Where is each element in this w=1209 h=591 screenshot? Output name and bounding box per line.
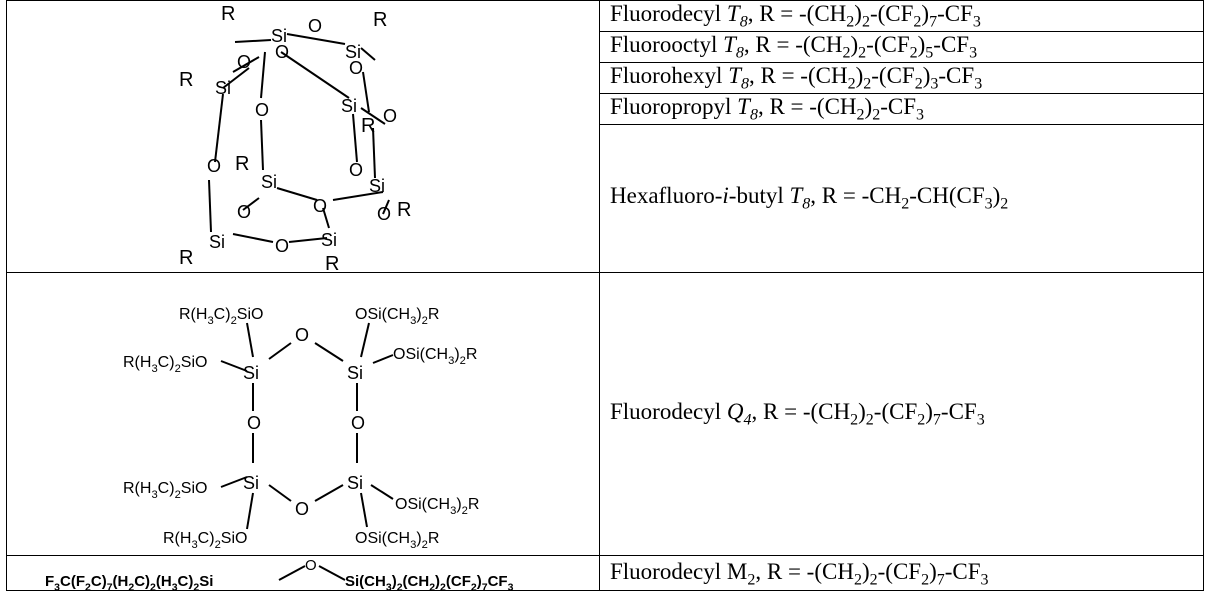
compound-table: Si Si Si Si Si Si Si Si O O O O O O O O <box>6 0 1204 591</box>
q4-substituent: OSi(CH3)2R <box>395 496 479 517</box>
t8-structure-cell: Si Si Si Si Si Si Si Si O O O O O O O O <box>6 0 600 273</box>
t8-o-atom: O <box>308 16 322 36</box>
t8-atoms: Si Si Si Si Si Si Si Si O O O O O O O O <box>179 3 411 272</box>
t8-si-atom: Si <box>369 176 385 196</box>
q4-bonds <box>220 322 394 530</box>
t8-o-atom: O <box>383 106 397 126</box>
t8-si-atom: Si <box>345 42 361 62</box>
t8-r-group: R <box>179 247 193 269</box>
t8-o-atom: O <box>275 236 289 256</box>
m2-o-atom: O <box>305 557 317 574</box>
q4-o-atom: O <box>295 325 309 345</box>
compound-label: Hexafluoro-i-butyl T8, R = -CH2-CH(CF3)2 <box>599 124 1204 273</box>
q4-ring-structure: Si Si Si Si O O O O R(H3C)2SiO R(H3C)2Si… <box>123 306 479 549</box>
t8-o-atom: O <box>237 52 251 72</box>
t8-r-group: R <box>325 253 339 272</box>
t8-si-atom: Si <box>341 96 357 116</box>
t8-r-group: R <box>373 9 387 31</box>
t8-o-atom: O <box>313 196 327 216</box>
t8-o-atom: O <box>275 42 289 62</box>
t8-si-atom: Si <box>271 26 287 46</box>
q4-si-atom: Si <box>347 473 363 493</box>
m2-right-group: Si(CH3)2(CH2)2(CF2)7CF3 <box>345 573 514 590</box>
t8-bonds <box>208 32 390 243</box>
q4-si-atom: Si <box>243 473 259 493</box>
compound-label: Fluorodecyl T8, R = -(CH2)2-(CF2)7-CF3 <box>599 0 1204 32</box>
t8-r-group: R <box>397 199 411 221</box>
q4-substituent: R(H3C)2SiO <box>163 530 247 549</box>
t8-r-group: R <box>361 115 375 137</box>
q4-substituent: R(H3C)2SiO <box>123 354 207 375</box>
q4-o-atom: O <box>295 499 309 519</box>
q4-atoms: Si Si Si Si O O O O R(H3C)2SiO R(H3C)2Si… <box>123 306 479 549</box>
m2-structure: F3C(F2C)7(H2C)2(H3C)2Si O Si(CH3)2(CH2)2… <box>45 557 514 590</box>
compound-label: Fluoropropyl T8, R = -(CH2)2-CF3 <box>599 93 1204 125</box>
compound-label: Fluorohexyl T8, R = -(CH2)2-(CF2)3-CF3 <box>599 62 1204 94</box>
t8-o-atom: O <box>255 100 269 120</box>
t8-cage-structure: Si Si Si Si Si Si Si Si O O O O O O O O <box>179 3 411 272</box>
t8-si-atom: Si <box>261 172 277 192</box>
q4-structure-cell: Si Si Si Si O O O O R(H3C)2SiO R(H3C)2Si… <box>6 272 600 556</box>
q4-substituent: R(H3C)2SiO <box>123 480 207 501</box>
compound-label: Fluorooctyl T8, R = -(CH2)2-(CF2)5-CF3 <box>599 31 1204 63</box>
m2-left-group: F3C(F2C)7(H2C)2(H3C)2Si <box>45 573 213 590</box>
q4-o-atom: O <box>247 413 261 433</box>
q4-substituent: R(H3C)2SiO <box>179 306 263 327</box>
t8-o-atom: O <box>207 156 221 176</box>
t8-r-group: R <box>221 3 235 25</box>
t8-o-atom: O <box>349 160 363 180</box>
t8-r-group: R <box>235 153 249 175</box>
t8-o-atom: O <box>349 58 363 78</box>
q4-substituent: OSi(CH3)2R <box>355 306 439 327</box>
t8-si-atom: Si <box>209 232 225 252</box>
q4-substituent: OSi(CH3)2R <box>393 346 477 367</box>
t8-o-atom: O <box>377 204 391 224</box>
q4-si-atom: Si <box>347 363 363 383</box>
m2-structure-cell: F3C(F2C)7(H2C)2(H3C)2Si O Si(CH3)2(CH2)2… <box>6 555 600 591</box>
t8-o-atom: O <box>237 202 251 222</box>
t8-r-group: R <box>179 69 193 91</box>
compound-label: Fluorodecyl M2, R = -(CH2)2-(CF2)7-CF3 <box>599 555 1204 591</box>
q4-o-atom: O <box>351 413 365 433</box>
q4-si-atom: Si <box>243 363 259 383</box>
compound-label: Fluorodecyl Q4, R = -(CH2)2-(CF2)7-CF3 <box>599 272 1204 556</box>
t8-si-atom: Si <box>321 230 337 250</box>
q4-substituent: OSi(CH3)2R <box>355 530 439 549</box>
t8-si-atom: Si <box>215 78 231 98</box>
